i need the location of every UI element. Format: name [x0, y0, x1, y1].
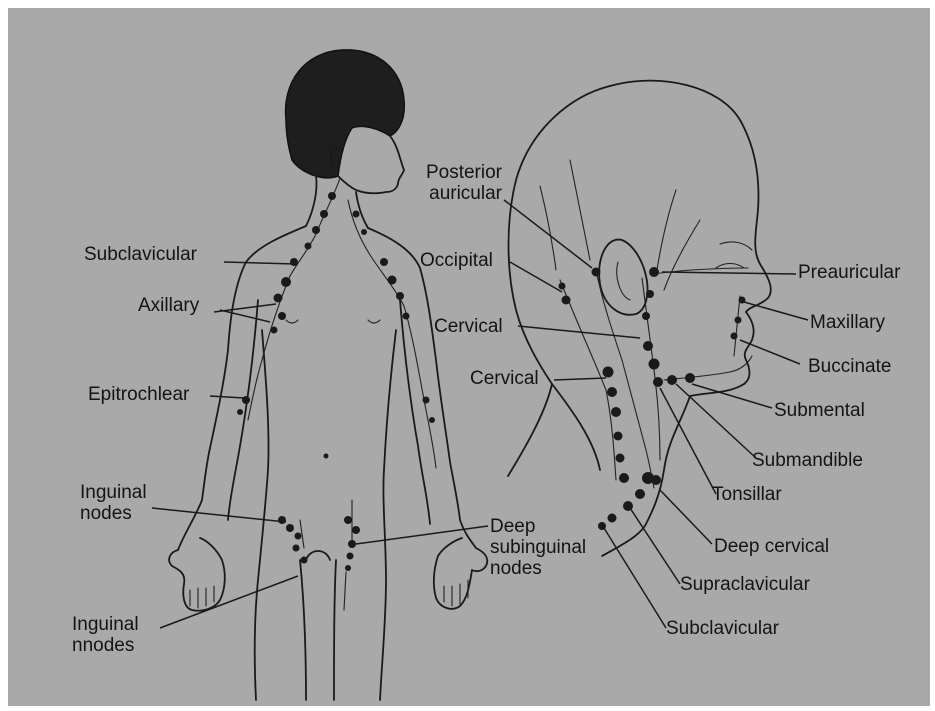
label-cervical-lower: Cervical — [470, 368, 539, 389]
label-inguinal-nnodes: Inguinal nnodes — [72, 614, 139, 656]
label-posterior-auricular: Posterior auricular — [410, 162, 502, 204]
label-submental: Submental — [774, 400, 865, 421]
label-deep-subinguinal-nodes: Deep subinguinal nodes — [490, 516, 586, 579]
label-inguinal-nodes: Inguinal nodes — [80, 482, 147, 524]
label-occipital: Occipital — [420, 250, 493, 271]
label-supraclavicular: Supraclavicular — [680, 574, 810, 595]
label-epitrochlear: Epitrochlear — [88, 384, 189, 405]
label-tonsillar: Tonsillar — [712, 484, 782, 505]
label-submandible: Submandible — [752, 450, 863, 471]
label-subclavicular-right: Subclavicular — [666, 618, 779, 639]
label-maxillary: Maxillary — [810, 312, 885, 333]
child-figure — [169, 50, 487, 700]
label-subclavicular-left: Subclavicular — [84, 244, 197, 265]
label-buccinate: Buccinate — [808, 356, 891, 377]
label-deep-cervical: Deep cervical — [714, 536, 829, 557]
child-hair — [286, 50, 405, 178]
label-cervical-upper: Cervical — [434, 316, 503, 337]
label-preauricular: Preauricular — [798, 262, 900, 283]
label-axillary: Axillary — [138, 295, 199, 316]
